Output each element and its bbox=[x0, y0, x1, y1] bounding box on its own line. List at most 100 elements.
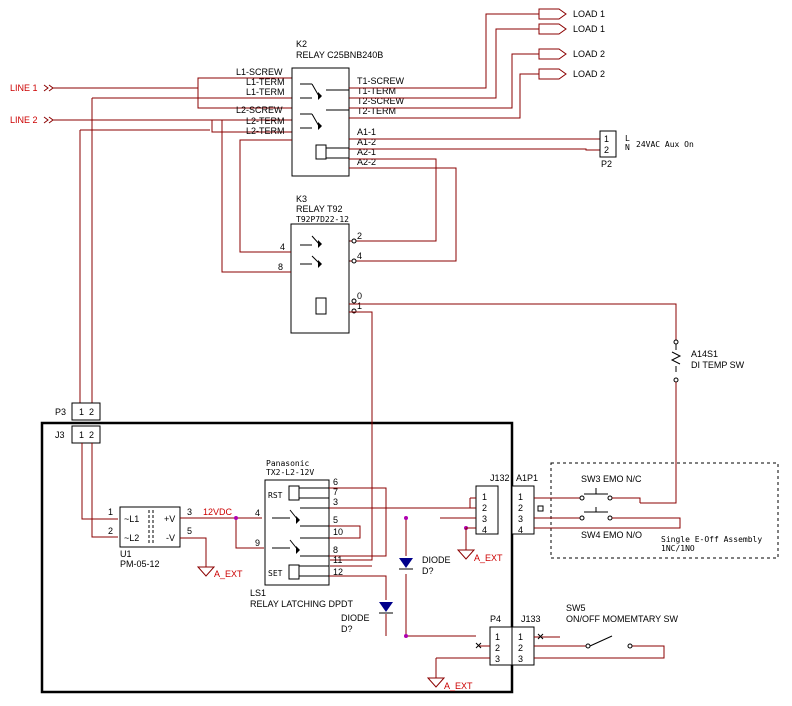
line1-wire bbox=[53, 77, 292, 89]
k2-contact-arrows bbox=[318, 92, 322, 130]
ls1-pin4: 4 bbox=[255, 508, 260, 518]
j132-connector bbox=[475, 485, 499, 535]
j3-pin2-wire bbox=[91, 443, 118, 538]
j3-ref: J3 bbox=[55, 430, 65, 440]
ls1-set-coil bbox=[288, 564, 300, 580]
load2b-wire bbox=[349, 73, 539, 119]
u1-pin5: 5 bbox=[187, 526, 192, 536]
k2-a2-1: A2-1 bbox=[357, 147, 376, 157]
net-12vdc: 12VDC bbox=[203, 507, 233, 517]
ls1-pin10: 10 bbox=[333, 527, 343, 537]
u1-12vdc-wire bbox=[180, 517, 264, 549]
ls1-rst: RST bbox=[268, 491, 283, 500]
j133-pin3: 3 bbox=[518, 654, 523, 664]
a14s1-desc: DI TEMP SW bbox=[691, 360, 745, 370]
a1p1-pin4: 4 bbox=[518, 525, 523, 535]
junction-dot-3 bbox=[234, 516, 238, 520]
j132-pin1: 1 bbox=[482, 492, 487, 502]
k2-a1-2: A1-2 bbox=[357, 137, 376, 147]
diode2-ref: D? bbox=[341, 624, 353, 634]
u1-vn: -V bbox=[166, 533, 175, 543]
enclosure-outline bbox=[40, 421, 514, 694]
a14s1-terminal-top bbox=[673, 339, 679, 345]
load1a-wire bbox=[349, 13, 539, 89]
k2-l1-screw: L1-SCREW bbox=[236, 67, 283, 77]
k2-l2-term-b: L2-TERM bbox=[246, 126, 285, 136]
ls1-pin8: 8 bbox=[333, 545, 338, 555]
k3-contact-arrows bbox=[318, 240, 322, 268]
p4-pin3: 3 bbox=[495, 654, 500, 664]
k3-pin2-terminal bbox=[351, 238, 357, 244]
a2-2-wire bbox=[349, 167, 457, 262]
u1-part: PM-05-12 bbox=[120, 559, 160, 569]
k3-part2: T92P7D22-12 bbox=[296, 215, 349, 224]
p4-pin1: 1 bbox=[495, 632, 500, 642]
p2-pin1: 1 bbox=[604, 134, 609, 144]
ls1-ref: LS1 bbox=[250, 588, 266, 598]
load1b-label: LOAD 1 bbox=[573, 24, 605, 34]
eoff-label-1: Single E-Off Assembly bbox=[661, 535, 762, 544]
gnd1-symbol bbox=[196, 566, 216, 577]
k3-pin8: 8 bbox=[278, 262, 283, 272]
u1-pin2: 2 bbox=[108, 526, 113, 536]
p4-connector bbox=[489, 626, 513, 666]
ls1-contacts bbox=[272, 509, 299, 551]
p2-ref: P2 bbox=[601, 159, 612, 169]
diode1-ref: D? bbox=[422, 566, 434, 576]
k2-t2-screw: T2-SCREW bbox=[357, 96, 405, 106]
k3-contacts bbox=[300, 235, 321, 265]
sw3-actuator bbox=[584, 488, 608, 495]
j132-stub-1 bbox=[470, 497, 476, 509]
j133-pin1: 1 bbox=[518, 632, 523, 642]
p3-pin2: 2 bbox=[89, 407, 94, 417]
j3-pin1: 1 bbox=[79, 430, 84, 440]
k3-pin4r: 4 bbox=[357, 251, 362, 261]
a1p1-pin4-wire bbox=[534, 517, 681, 529]
sw3-terminal-a bbox=[579, 495, 585, 501]
a1p1-pin3: 3 bbox=[518, 514, 523, 524]
u1-module bbox=[119, 506, 181, 548]
ls1-pin11: 11 bbox=[333, 555, 342, 565]
k3-ref: K3 bbox=[296, 194, 307, 204]
load1a-connector bbox=[538, 8, 567, 20]
u1-ref: U1 bbox=[120, 549, 132, 559]
ls1-internal-lines bbox=[299, 487, 329, 577]
ls1-pin3: 3 bbox=[333, 497, 338, 507]
ls1-pin6-pin8-wire bbox=[329, 487, 387, 557]
j133-ref: J133 bbox=[521, 614, 541, 624]
ls1-set: SET bbox=[268, 569, 283, 578]
sw5-ref: SW5 bbox=[566, 603, 586, 613]
p2-n: N bbox=[625, 143, 630, 152]
load2b-label: LOAD 2 bbox=[573, 69, 605, 79]
k3-pin2: 2 bbox=[357, 231, 362, 241]
diode1-symbol bbox=[399, 558, 413, 568]
a1p1-connector bbox=[511, 485, 535, 535]
k2-ref: K2 bbox=[296, 39, 307, 49]
sw3-terminal-b bbox=[607, 495, 613, 501]
k2-t1-term: T1-TERM bbox=[357, 86, 396, 96]
j133-no-connect bbox=[537, 633, 544, 640]
k3-coil-pin0-wire bbox=[349, 303, 677, 350]
a1p1-pin2: 2 bbox=[518, 503, 523, 513]
diode2-symbol bbox=[379, 602, 393, 612]
load1a-label: LOAD 1 bbox=[573, 9, 605, 19]
k2-l2-term-a: L2-TERM bbox=[246, 116, 285, 126]
j3-pin2: 2 bbox=[89, 430, 94, 440]
a14s1-to-sw3-wire bbox=[640, 382, 677, 504]
line1-label: LINE 1 bbox=[10, 83, 38, 93]
diode1-label: DIODE bbox=[422, 555, 451, 565]
p3-ref: P3 bbox=[55, 407, 66, 417]
diode1-cathode-wire bbox=[405, 574, 476, 637]
line2-label: LINE 2 bbox=[10, 115, 38, 125]
k3-pin4-wire bbox=[239, 139, 292, 253]
a14s1-ref: A14S1 bbox=[691, 349, 718, 359]
load2b-connector bbox=[538, 68, 567, 80]
k2-t1-screw: T1-SCREW bbox=[357, 76, 405, 86]
sw4-terminal-b bbox=[607, 515, 613, 521]
k2-part: RELAY C25BNB240B bbox=[296, 50, 383, 60]
p2-desc: 24VAC Aux On bbox=[636, 140, 694, 149]
p2-connector bbox=[599, 130, 617, 158]
k3-pin0: 0 bbox=[357, 291, 362, 301]
k3-coil-pin1-wire bbox=[330, 311, 373, 561]
ls1-mfr: Panasonic bbox=[266, 459, 310, 468]
